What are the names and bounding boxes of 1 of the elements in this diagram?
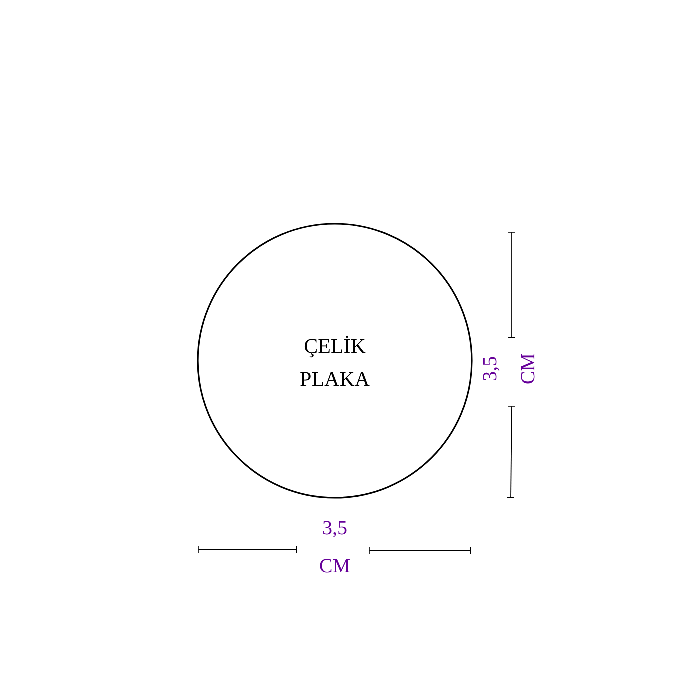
dimension-label: 3,5 CM — [320, 521, 350, 573]
